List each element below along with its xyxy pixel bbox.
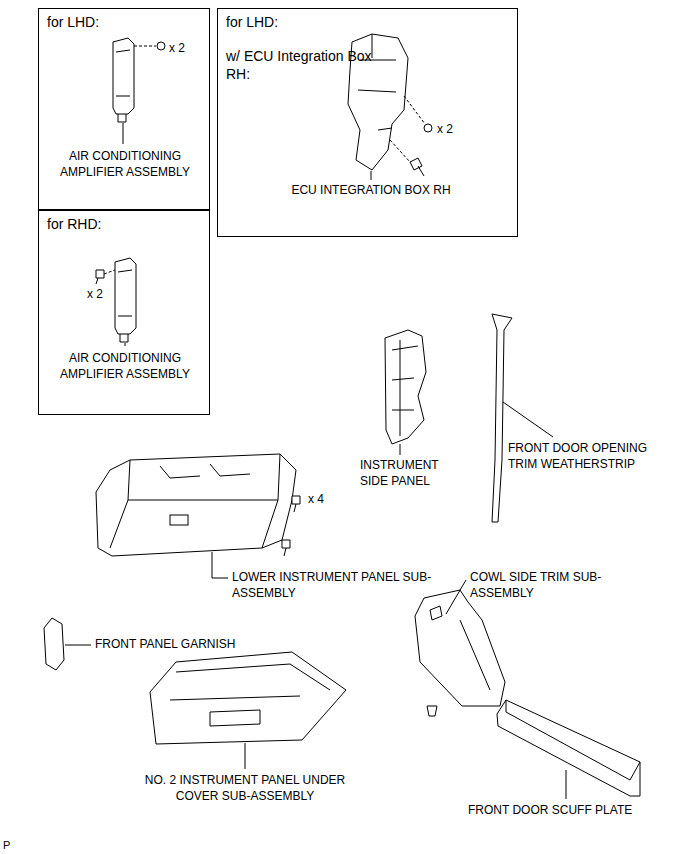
- leader-line: [400, 444, 401, 455]
- amplifier-detail: [116, 50, 130, 122]
- leader-line: [123, 123, 124, 144]
- part-name: INSTRUMENT SIDE PANEL: [360, 458, 455, 489]
- part-name: x 2: [437, 122, 453, 138]
- scuff-plate-detail: [506, 700, 640, 780]
- amplifier-detail: [118, 270, 132, 342]
- part-name: FRONT PANEL GARNISH: [95, 637, 235, 653]
- dash-line: [390, 96, 425, 162]
- bolt-symbol: [282, 540, 290, 556]
- variant-box: for RHD: x 2 AIR CONDITIONING AMPLIFIER AS…: [38, 210, 210, 415]
- scuff-plate-part: [497, 700, 640, 796]
- nut-symbol: [424, 124, 432, 132]
- leader-line: [125, 343, 126, 346]
- weatherstrip-part: [492, 314, 512, 522]
- part-name: ECU INTEGRATION BOX RH: [276, 183, 466, 199]
- variant-heading: for LHD:: [47, 13, 99, 31]
- glove-box-handle: [170, 515, 188, 525]
- glove-box-part: [96, 454, 296, 556]
- under-cover-part: [150, 652, 346, 744]
- leader-line: [446, 580, 466, 614]
- part-name: AIR CONDITIONING AMPLIFIER ASSEMBLY: [45, 351, 205, 382]
- leader-line: [245, 743, 246, 769]
- part-name: NO. 2 INSTRUMENT PANEL UNDER COVER SUB-A…: [140, 773, 350, 804]
- clip-symbol: [427, 706, 437, 716]
- under-cover-detail: [170, 664, 330, 726]
- variant-heading: for RHD:: [47, 215, 101, 233]
- variant-box: for LHD: w/ ECU Integration Box RH: x 2 ECU…: [217, 8, 518, 237]
- nut-symbol: [157, 42, 165, 50]
- variant-box: for LHD: x 2 AIR CONDITIONING AMPLIFIER AS…: [38, 8, 210, 210]
- part-name: AIR CONDITIONING AMPLIFIER ASSEMBLY: [45, 149, 205, 180]
- part-name: LOWER INSTRUMENT PANEL SUB-ASSEMBLY: [232, 570, 432, 601]
- page-code: P: [3, 838, 10, 852]
- glove-box-detail: [110, 454, 280, 548]
- garnish-part: [44, 618, 64, 670]
- amplifier-part: [115, 258, 136, 334]
- cowl-trim-detail: [430, 606, 490, 690]
- part-name: COWL SIDE TRIM SUB-ASSEMBLY: [470, 570, 605, 601]
- part-name: FRONT DOOR SCUFF PLATE: [468, 803, 632, 819]
- bolt-symbol: [292, 496, 300, 512]
- leader-line: [566, 770, 567, 799]
- quantity-label: x 4: [308, 492, 324, 508]
- leader-line: [503, 402, 553, 437]
- part-name: FRONT DOOR OPENING TRIM WEATHERSTRIP: [508, 441, 678, 472]
- part-name: x 2: [169, 41, 185, 57]
- bolt-symbol: [410, 158, 424, 176]
- side-panel-part: [385, 330, 426, 444]
- dash-line: [134, 46, 156, 47]
- variant-heading: for LHD:: [226, 13, 278, 31]
- leader-line: [371, 171, 372, 180]
- bolt-symbol: [96, 270, 104, 284]
- cowl-trim-part: [415, 590, 505, 706]
- leader-line: [212, 552, 228, 578]
- part-name: w/ ECU Integration Box RH:: [226, 47, 381, 83]
- part-name: x 2: [87, 287, 103, 303]
- dash-line: [104, 270, 115, 274]
- side-panel-detail: [392, 340, 418, 436]
- amplifier-part: [113, 38, 134, 114]
- leader-line: [65, 645, 91, 646]
